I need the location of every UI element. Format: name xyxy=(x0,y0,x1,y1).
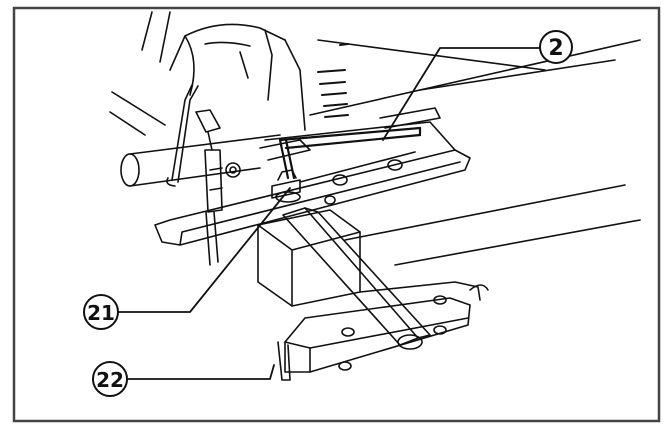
clamp-screw xyxy=(271,169,301,203)
callout-2-group: 2 xyxy=(539,30,573,64)
machine-body-lines xyxy=(109,39,641,266)
callout-21-label: 21 xyxy=(87,301,115,325)
base-plate xyxy=(154,121,471,246)
callout-circle xyxy=(83,294,119,330)
leader-lines xyxy=(116,47,541,380)
callout-circle xyxy=(539,30,573,64)
callout-2-label: 2 xyxy=(548,36,563,61)
rip-fence xyxy=(277,281,489,381)
callout-circle xyxy=(92,361,128,397)
motor-housing xyxy=(141,11,349,131)
guide-bar xyxy=(282,207,431,350)
callout-22-group: 22 xyxy=(92,361,128,397)
callout-22-label: 22 xyxy=(96,368,124,392)
blade-guard-rods xyxy=(166,84,241,266)
callout-21-group: 21 xyxy=(83,294,119,330)
